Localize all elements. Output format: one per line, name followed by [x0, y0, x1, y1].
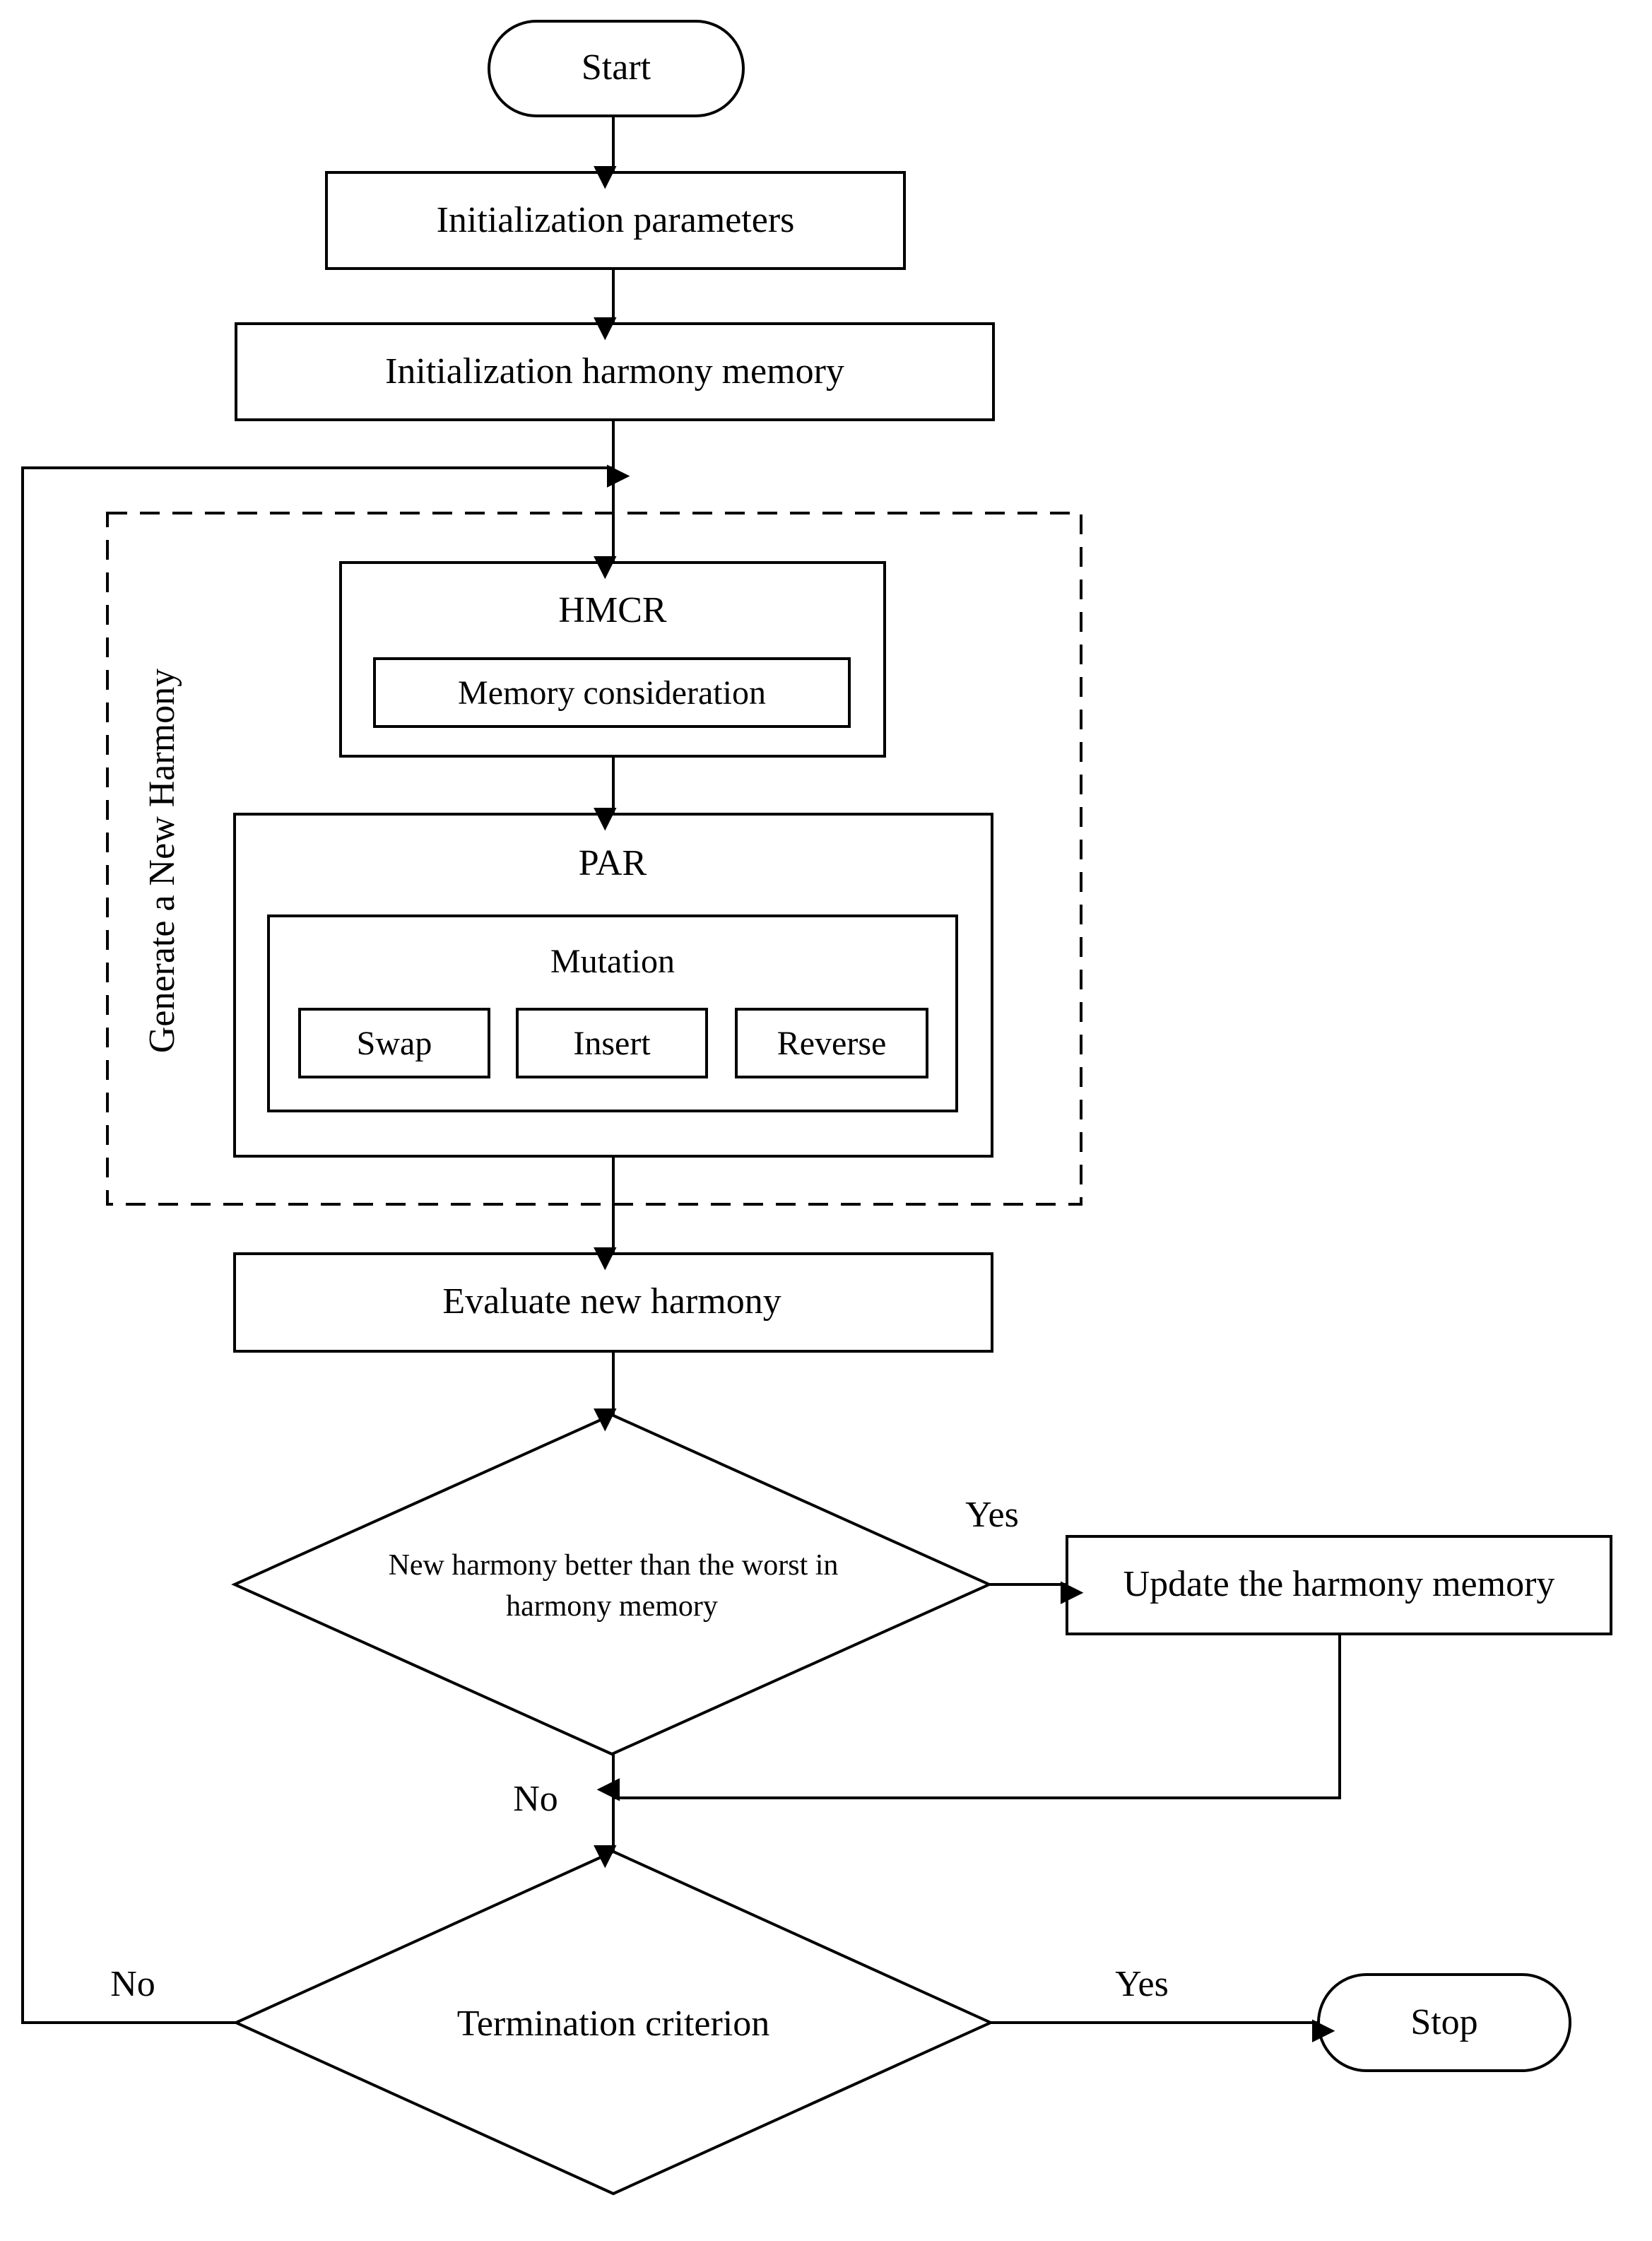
- swap-label: Swap: [357, 1025, 432, 1062]
- termination-yes-label: Yes: [1115, 1964, 1169, 2004]
- init-parameters-box: Initialization parameters: [325, 171, 906, 270]
- stop-terminal: Stop: [1317, 1973, 1571, 2072]
- generate-new-harmony-group: Generate a New Harmony: [106, 512, 1082, 1206]
- edge-termination-no-loop: [21, 464, 630, 2024]
- par-box: PAR Mutation Swap Insert Reverse: [233, 813, 993, 1158]
- reverse-label: Reverse: [777, 1025, 887, 1062]
- init-harmony-memory-label: Initialization harmony memory: [385, 351, 844, 392]
- hmcr-box: HMCR Memory consideration: [339, 561, 886, 758]
- start-terminal: Start: [488, 20, 745, 117]
- evaluate-label: Evaluate new harmony: [442, 1281, 781, 1322]
- edges: [21, 116, 1341, 2042]
- edge-update-to-merge: [596, 1634, 1341, 1801]
- init-parameters-label: Initialization parameters: [437, 200, 795, 240]
- group-label: Generate a New Harmony: [142, 669, 182, 1053]
- hmcr-label: HMCR: [558, 590, 666, 630]
- insert-label: Insert: [573, 1025, 651, 1062]
- stop-label: Stop: [1410, 2002, 1477, 2042]
- mutation-box: Mutation Swap Insert Reverse: [267, 914, 958, 1112]
- swap-box: Swap: [298, 1008, 490, 1078]
- init-harmony-memory-box: Initialization harmony memory: [235, 322, 995, 421]
- par-label: PAR: [579, 843, 647, 883]
- start-label: Start: [582, 47, 651, 88]
- reverse-box: Reverse: [735, 1008, 928, 1078]
- evaluate-box: Evaluate new harmony: [233, 1252, 993, 1353]
- better-than-worst-decision: New harmony better than the worst in har…: [231, 1413, 993, 1756]
- update-harmony-memory-label: Update the harmony memory: [1123, 1564, 1555, 1604]
- better-decision-line1: New harmony better than the worst in: [389, 1549, 839, 1582]
- memory-consideration-label: Memory consideration: [458, 674, 766, 712]
- termination-label: Termination criterion: [457, 2004, 770, 2044]
- mutation-label: Mutation: [550, 943, 675, 980]
- termination-no-label: No: [110, 1964, 155, 2004]
- termination-decision: Termination criterion: [232, 1849, 994, 2196]
- update-harmony-memory-box: Update the harmony memory: [1066, 1535, 1612, 1635]
- better-decision-line2: harmony memory: [506, 1590, 718, 1623]
- better-yes-label: Yes: [965, 1495, 1019, 1535]
- insert-box: Insert: [516, 1008, 708, 1078]
- better-no-label: No: [513, 1779, 558, 1819]
